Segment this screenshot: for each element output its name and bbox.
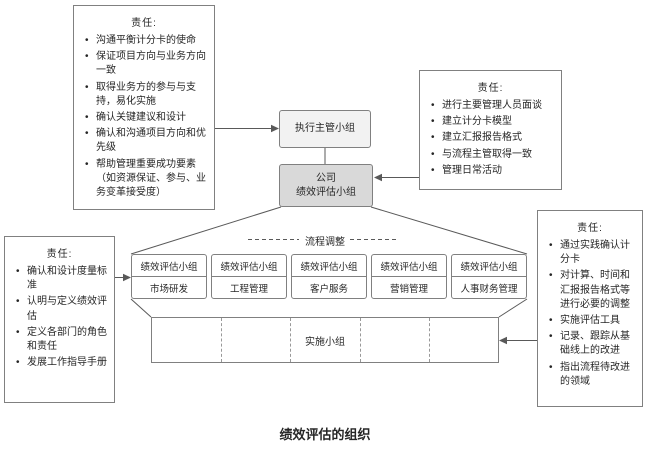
node-label: 实施小组 (301, 332, 349, 348)
team-group-label: 绩效评估小组 (212, 255, 286, 277)
responsibility-box-top-right: 责任: 进行主要管理人员面谈 建立计分卡模型 建立汇报报告格式 与流程主管取得一… (419, 70, 562, 190)
team-box-marketing: 绩效评估小组 营销管理 (371, 254, 447, 299)
responsibility-item: 管理日常活动 (430, 164, 553, 178)
converge-left-diagonal (130, 298, 152, 318)
responsibility-item: 与流程主管取得一致 (430, 148, 553, 162)
node-label-line1: 公司 (316, 172, 336, 184)
team-department-label: 人事财务管理 (460, 283, 518, 295)
team-group-label: 绩效评估小组 (132, 255, 206, 277)
responsibility-item: 确认关键建议和设计 (84, 111, 206, 125)
team-department-label: 客户服务 (309, 283, 348, 295)
team-box-engineering: 绩效评估小组 工程管理 (211, 254, 287, 299)
responsibility-item: 帮助管理重要成功要素（如资源保证、参与、业务变革接受度） (84, 158, 206, 201)
responsibility-item: 指出流程待改进的领域 (548, 361, 637, 389)
responsibility-item: 对计算、时间和汇报报告格式等进行必要的调整 (548, 269, 637, 312)
responsibility-list: 确认和设计度量标准 认明与定义绩效评估 定义各部门的角色和责任 发展工作指导手册 (5, 265, 114, 371)
responsibility-item: 认明与定义绩效评估 (15, 295, 108, 323)
team-box-hr-finance: 绩效评估小组 人事财务管理 (451, 254, 527, 299)
responsibility-list: 通过实践确认计分卡 对计算、时间和汇报报告格式等进行必要的调整 实施评估工具 记… (538, 239, 642, 389)
responsibility-heading: 责任: (131, 18, 157, 29)
responsibility-heading: 责任: (477, 83, 504, 94)
node-company-group: 公司 绩效评估小组 (279, 164, 373, 207)
node-executive-group: 执行主管小组 (279, 110, 371, 148)
implementation-divider (359, 318, 361, 362)
team-group-label: 绩效评估小组 (452, 255, 526, 277)
team-department-label: 市场研发 (149, 283, 188, 295)
responsibility-item: 确认和设计度量标准 (15, 265, 108, 293)
node-label: 执行主管小组 (295, 123, 355, 134)
responsibility-list: 进行主要管理人员面谈 建立计分卡模型 建立汇报报告格式 与流程主管取得一致 管理… (420, 99, 561, 178)
implementation-divider (290, 318, 292, 362)
responsibility-heading: 责任: (46, 249, 73, 260)
responsibility-item: 记录、跟踪从基础线上的改进 (548, 330, 637, 358)
responsibility-item: 建立汇报报告格式 (430, 131, 553, 145)
team-group-label: 绩效评估小组 (292, 255, 366, 277)
arrow-midright-to-impl (499, 336, 537, 345)
team-department-label: 营销管理 (389, 283, 428, 295)
responsibility-item: 实施评估工具 (548, 314, 637, 328)
team-department-label: 工程管理 (229, 283, 268, 295)
implementation-divider (221, 318, 223, 362)
responsibility-box-top-left: 责任: 沟通平衡计分卡的使命 保证项目方向与业务方向一致 取得业务方的参与与支持… (73, 5, 215, 210)
arrow-topright-to-company (374, 173, 419, 182)
responsibility-item: 通过实践确认计分卡 (548, 239, 637, 267)
arrow-midleft-to-team (115, 273, 131, 282)
team-box-customer-service: 绩效评估小组 客户服务 (291, 254, 367, 299)
responsibility-item: 进行主要管理人员面谈 (430, 99, 553, 113)
team-box-market-rd: 绩效评估小组 市场研发 (131, 254, 207, 299)
responsibility-box-mid-left: 责任: 确认和设计度量标准 认明与定义绩效评估 定义各部门的角色和责任 发展工作… (4, 236, 115, 403)
responsibility-item: 定义各部门的角色和责任 (15, 326, 108, 354)
responsibility-item: 建立计分卡模型 (430, 115, 553, 129)
responsibility-item: 发展工作指导手册 (15, 356, 108, 370)
responsibility-list: 沟通平衡计分卡的使命 保证项目方向与业务方向一致 取得业务方的参与与支持，易化实… (74, 34, 214, 200)
arrow-topleft-to-exec (215, 124, 279, 133)
node-label-line2: 绩效评估小组 (296, 186, 356, 198)
responsibility-item: 沟通平衡计分卡的使命 (84, 34, 206, 48)
implementation-divider (428, 318, 430, 362)
node-implementation-group: 实施小组 (151, 317, 499, 363)
responsibility-heading: 责任: (577, 223, 603, 234)
fanout-left-diagonal (130, 206, 282, 255)
team-group-label: 绩效评估小组 (372, 255, 446, 277)
converge-right-diagonal (498, 298, 528, 318)
diagram-title: 绩效评估的组织 (279, 427, 371, 442)
responsibility-item: 确认和沟通项目方向和优先级 (84, 127, 206, 155)
responsibility-box-mid-right: 责任: 通过实践确认计分卡 对计算、时间和汇报报告格式等进行必要的调整 实施评估… (537, 210, 643, 407)
responsibility-item: 保证项目方向与业务方向一致 (84, 50, 206, 78)
fanout-right-diagonal (370, 206, 528, 255)
responsibility-item: 取得业务方的参与与支持，易化实施 (84, 81, 206, 109)
process-adjust-label: 流程调整 (302, 233, 348, 248)
